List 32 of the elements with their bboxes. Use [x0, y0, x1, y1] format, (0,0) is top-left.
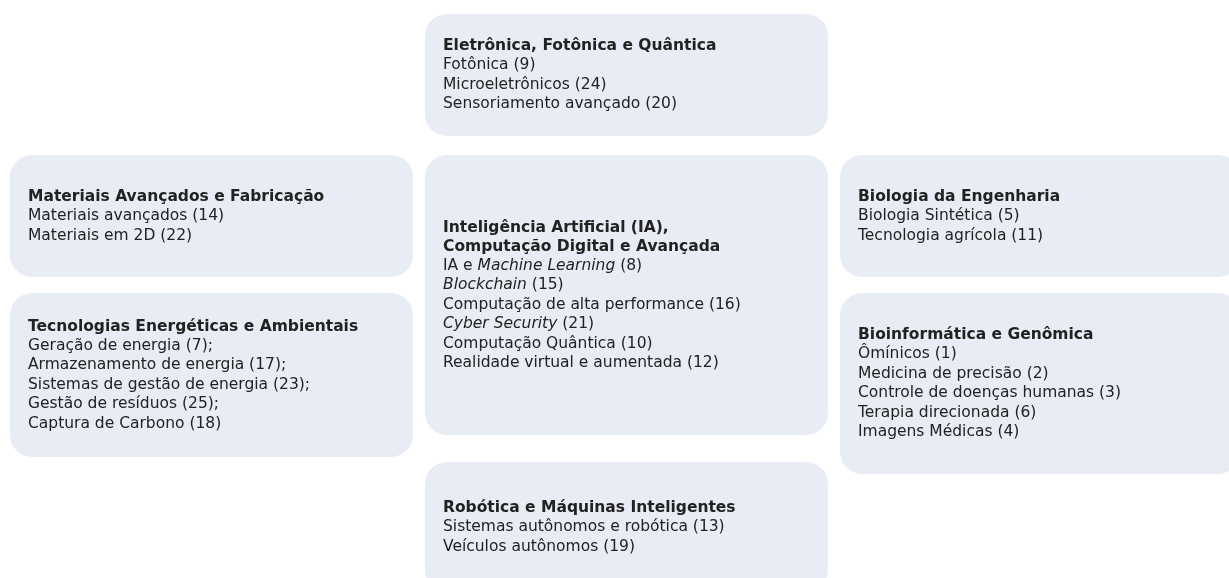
technology-item: Computação de alta performance (16) — [443, 294, 742, 314]
technology-item: Controle de doenças humanas (3) — [858, 383, 1123, 403]
card-heading: Eletrônica, Fotônica e Quântica — [443, 36, 718, 56]
card-heading: Bioinformática e Genômica — [858, 325, 1095, 344]
technology-item: Biologia Sintética (5) — [858, 206, 1021, 226]
technology-item: Microeletrônicos (24) — [443, 74, 608, 95]
technology-item: Materiais em 2D (22) — [28, 225, 194, 245]
technology-item: Sistemas autônomos e robótica (13) — [443, 517, 726, 537]
technology-item: Sistemas de gestão de energia (23); — [28, 374, 312, 395]
technology-item: Armazenamento de energia (17); — [28, 355, 288, 375]
technology-item: Blockchain (15) — [443, 275, 565, 295]
technology-item: Realidade virtual e aumentada (12) — [443, 353, 720, 373]
card-heading: Tecnologias Energéticas e Ambientais — [28, 316, 360, 336]
technology-item: Medicina de precisão (2) — [858, 363, 1050, 384]
technology-item: Sensoriamento avançado (20) — [443, 94, 678, 114]
technology-item: Computação Quântica (10) — [443, 333, 654, 353]
technology-item: Captura de Carbono (18) — [28, 413, 223, 434]
technology-item: Tecnologia agrícola (11) — [858, 225, 1045, 245]
card-heading: Robótica e Máquinas Inteligentes — [443, 498, 737, 517]
card-heading: Inteligência Artificial (IA), Computação Digital e Avançada — [443, 217, 722, 256]
technology-item: Geração de energia (7); — [28, 335, 214, 356]
technology-item: Cyber Security (21) — [443, 314, 596, 334]
card-heading: Biologia da Engenharia — [858, 187, 1062, 206]
technology-item: Terapia direcionada (6) — [858, 402, 1038, 423]
technology-item: IA e Machine Learning (8) — [443, 255, 644, 275]
technology-item: Imagens Médicas (4) — [858, 422, 1021, 442]
technology-item: Materiais avançados (14) — [28, 206, 226, 226]
card-heading: Materiais Avançados e Fabricação — [28, 187, 326, 206]
technology-item: Veículos autônomos (19) — [443, 536, 636, 556]
technology-item: Fotônica (9) — [443, 55, 537, 75]
technology-item: Gestão de resíduos (25); — [28, 394, 221, 414]
technology-item: Ômínicos (1) — [858, 344, 958, 364]
